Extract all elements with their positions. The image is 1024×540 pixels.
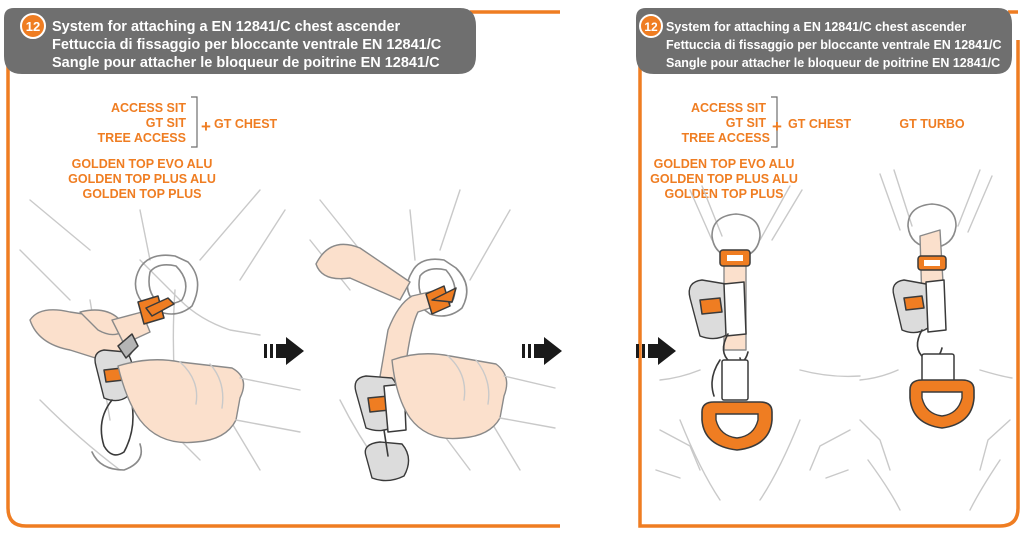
left-title-banner: 12 System for attaching a EN 12841/C che… xyxy=(4,8,476,74)
harness-label: ACCESS SIT xyxy=(691,101,766,115)
harness-label: TREE ACCESS xyxy=(682,131,770,145)
harness-label: GT SIT xyxy=(726,116,767,130)
chest-harness-label: GT CHEST xyxy=(214,117,278,131)
title-line-it: Fettuccia di fissaggio per bloccante ven… xyxy=(666,38,1002,52)
title-line-fr: Sangle pour attacher le bloqueur de poit… xyxy=(52,55,440,71)
right-compatibility-labels: ACCESS SIT GT SIT TREE ACCESS + GT CHEST… xyxy=(650,96,965,201)
arrow-right-icon xyxy=(636,337,676,365)
left-panel-frame xyxy=(6,52,560,528)
ascender-label: GOLDEN TOP PLUS ALU xyxy=(68,172,216,186)
bracket xyxy=(191,96,198,148)
right-panel: 12 System for attaching a EN 12841/C che… xyxy=(636,8,1020,528)
right-title-banner: 12 System for attaching a EN 12841/C che… xyxy=(636,8,1012,74)
ascender-label: GOLDEN TOP EVO ALU xyxy=(72,157,213,171)
step-badge xyxy=(20,13,46,39)
left-panel: 12 System for attaching a EN 12841/C che… xyxy=(4,8,562,528)
left-compatibility-labels: ACCESS SIT GT SIT TREE ACCESS + GT CHEST… xyxy=(68,96,278,201)
ascender-label: GOLDEN TOP PLUS xyxy=(82,187,201,201)
plus-sign: + xyxy=(772,117,782,136)
harness-label: GT SIT xyxy=(146,116,187,130)
illustration-step-4 xyxy=(859,169,1013,511)
chest-harness-label: GT CHEST xyxy=(788,117,852,131)
turbo-harness-label: GT TURBO xyxy=(899,117,965,131)
plus-sign: + xyxy=(201,117,211,136)
title-line-en: System for attaching a EN 12841/C chest … xyxy=(52,19,401,35)
ascender-label: GOLDEN TOP PLUS xyxy=(664,187,783,201)
harness-label: ACCESS SIT xyxy=(111,101,186,115)
bracket xyxy=(771,96,778,148)
arrow-right-icon xyxy=(264,337,304,365)
right-panel-frame xyxy=(638,40,1020,528)
ascender-label: GOLDEN TOP EVO ALU xyxy=(654,157,795,171)
illustration-step-3 xyxy=(655,185,861,501)
harness-label: TREE ACCESS xyxy=(98,131,186,145)
arrow-right-icon xyxy=(522,337,562,365)
step-badge-number: 12 xyxy=(644,20,658,34)
ascender-label: GOLDEN TOP PLUS ALU xyxy=(650,172,798,186)
title-line-fr: Sangle pour attacher le bloqueur de poit… xyxy=(666,56,1000,70)
title-line-en: System for attaching a EN 12841/C chest … xyxy=(666,20,966,34)
step-badge xyxy=(639,14,663,38)
step-badge-number: 12 xyxy=(26,19,40,34)
illustration-step-1 xyxy=(19,189,301,471)
title-line-it: Fettuccia di fissaggio per bloccante ven… xyxy=(52,37,442,53)
illustration-step-2 xyxy=(309,189,556,482)
